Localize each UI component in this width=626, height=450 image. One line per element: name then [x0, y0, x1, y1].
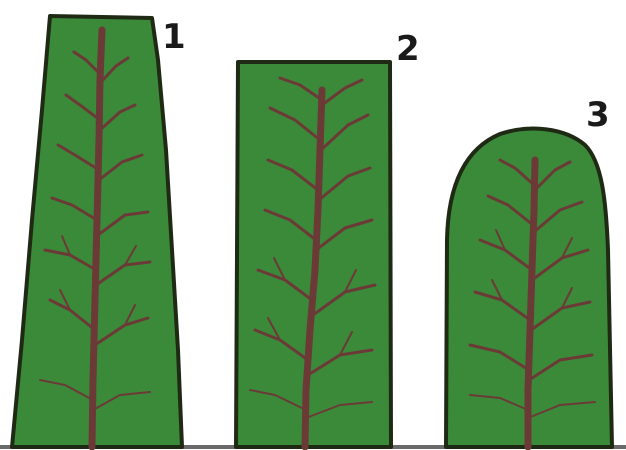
- hedge-2: 2: [236, 29, 420, 447]
- hedge-3: 3: [446, 95, 612, 447]
- hedge-1: 1: [12, 16, 186, 447]
- hedge-2-number: 2: [396, 29, 420, 69]
- hedge-3-number: 3: [586, 95, 610, 135]
- hedge-1-number: 1: [162, 17, 186, 57]
